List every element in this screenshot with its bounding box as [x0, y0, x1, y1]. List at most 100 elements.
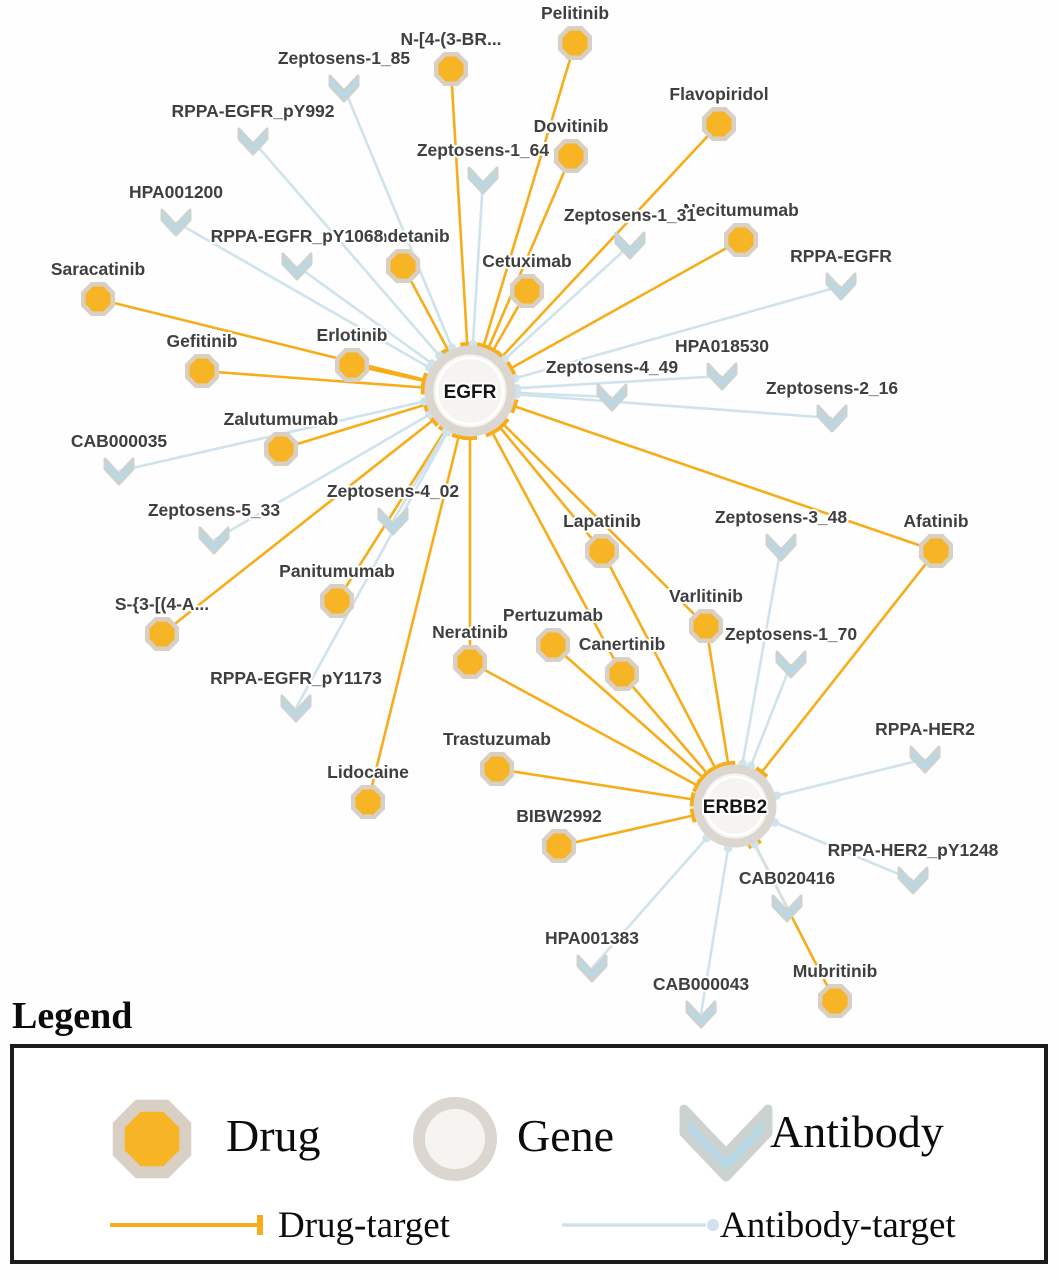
node-label-dovitinib: Dovitinib: [534, 116, 609, 136]
node-hpa001383: [576, 954, 608, 983]
node-label-pertuzumab: Pertuzumab: [503, 605, 603, 625]
edge-endcap-pertuzumab-erbb2: [696, 770, 709, 785]
node-rppa-her2: [909, 745, 941, 774]
edge-endcap-afatinib-erbb2: [754, 766, 769, 779]
drug-octagon-icon: [433, 51, 469, 87]
node-label-hpa001200: HPA001200: [129, 182, 223, 202]
drug-octagon-icon: [334, 347, 370, 383]
edge-afatinib-egfr: [514, 405, 937, 553]
drug-octagon-icon: [479, 751, 515, 787]
node-bibw2992: [541, 828, 577, 864]
node-pertuzumab: [535, 627, 571, 663]
gene-circle: [693, 764, 777, 848]
legend-drug-node-icon: [112, 1099, 192, 1179]
node-label-hpa018530: HPA018530: [675, 336, 769, 356]
edge-zalutumumab-egfr: [280, 403, 426, 451]
edge-varlitinib-erbb2: [704, 625, 730, 764]
antibody-chevron-icon: [467, 166, 499, 195]
node-rppa-her2-py1248: [897, 866, 929, 895]
edge-cab020416-erbb2: [753, 843, 789, 909]
node-label-cetuximab: Cetuximab: [482, 251, 571, 271]
node-label-erlotinib: Erlotinib: [317, 325, 388, 345]
edge-endcap-necitumumab-egfr: [505, 361, 517, 376]
edge-n4-3br-egfr: [449, 68, 469, 345]
drug-octagon-icon: [688, 608, 724, 644]
antibody-chevron-icon: [765, 533, 797, 562]
edge-s3-4a-egfr: [161, 419, 434, 636]
edge-rppa-egfr-py1173-egfr: [294, 431, 449, 709]
node-label-zalutumumab: Zalutumumab: [224, 409, 339, 429]
node-saracatinib: [80, 281, 116, 317]
antibody-chevron-icon: [825, 272, 857, 301]
node-gefitinib: [184, 353, 220, 389]
antibody-chevron-icon: [103, 457, 135, 486]
node-label-necitumumab: Necitumumab: [683, 200, 799, 220]
edge-trastuzumab-erbb2: [496, 767, 693, 801]
edge-zeptosens-5-33-egfr: [213, 413, 431, 542]
edge-cab000043-erbb2: [699, 848, 730, 1015]
node-canertinib: [604, 656, 640, 692]
node-label-pelitinib: Pelitinib: [541, 3, 609, 23]
node-label-varlitinib: Varlitinib: [669, 586, 743, 606]
node-zalutumumab: [263, 431, 299, 467]
edge-zeptosens-2-16-egfr: [516, 393, 833, 420]
drug-octagon-icon: [319, 583, 355, 619]
antibody-chevron-icon: [576, 954, 608, 983]
node-hpa001200: [160, 208, 192, 237]
node-rppa-egfr-py1068: [281, 252, 313, 281]
edge-lapatinib-egfr: [498, 426, 604, 552]
node-label-hpa001383: HPA001383: [545, 928, 639, 948]
edge-endcap-erlotinib-egfr: [420, 373, 428, 389]
node-rppa-egfr: [825, 272, 857, 301]
drug-octagon-icon: [263, 431, 299, 467]
antibody-chevron-icon: [897, 866, 929, 895]
antibody-chevron-icon: [596, 383, 628, 412]
node-label-rppa-her2: RPPA-HER2: [875, 719, 975, 739]
drug-octagon-icon: [541, 828, 577, 864]
edge-flavopiridol-egfr: [501, 123, 720, 358]
node-panitumumab: [319, 583, 355, 619]
edge-zeptosens-3-48-erbb2: [741, 546, 783, 764]
node-label-canertinib: Canertinib: [579, 634, 666, 654]
node-zeptosens-1-85: [328, 74, 360, 103]
node-n4-3br: [433, 51, 469, 87]
node-label-cab020416: CAB020416: [739, 868, 836, 888]
gene-circle: [424, 345, 516, 437]
drug-octagon-icon: [184, 353, 220, 389]
node-label-zeptosens-4-02: Zeptosens-4_02: [327, 481, 460, 501]
node-neratinib: [452, 644, 488, 680]
node-label-cab000043: CAB000043: [653, 974, 750, 994]
antibody-chevron-icon: [816, 404, 848, 433]
node-zeptosens-1-70: [775, 650, 807, 679]
node-label-lidocaine: Lidocaine: [327, 762, 409, 782]
node-zeptosens-4-49: [596, 383, 628, 412]
node-egfr: [424, 345, 516, 437]
edge-endcap-cetuximab-egfr: [486, 344, 501, 356]
drug-octagon-icon: [701, 106, 737, 142]
node-zeptosens-1-31: [614, 231, 646, 260]
drug-octagon-icon: [918, 533, 954, 569]
legend-antibody-node-icon: [679, 1104, 773, 1182]
node-zeptosens-4-02: [377, 507, 409, 536]
drug-octagon-icon: [350, 784, 386, 820]
edge-rppa-egfr-egfr: [514, 284, 842, 380]
edge-zeptosens-1-70-erbb2: [749, 663, 793, 767]
edge-endcap-afatinib-egfr: [510, 398, 519, 414]
edge-endcap-varlitinib-egfr: [496, 417, 510, 431]
edge-zeptosens-1-31-egfr: [503, 244, 631, 361]
node-label-zeptosens-5-33: Zeptosens-5_33: [148, 500, 281, 520]
node-varlitinib: [688, 608, 724, 644]
edge-pertuzumab-erbb2: [552, 644, 704, 779]
node-s3-4a: [144, 616, 180, 652]
edge-saracatinib-egfr: [97, 297, 425, 381]
edge-endcap-bibw2992-erbb2: [689, 808, 697, 823]
node-label-rppa-egfr-py1173: RPPA-EGFR_pY1173: [210, 668, 382, 688]
node-lapatinib: [584, 533, 620, 569]
legend-antibody-target-edge-icon: [562, 1219, 719, 1231]
drug-octagon-icon: [553, 138, 589, 174]
edge-endcap-canertinib-egfr: [485, 427, 500, 438]
node-mubritinib: [817, 983, 853, 1019]
gene-inner-ring: [435, 356, 505, 426]
